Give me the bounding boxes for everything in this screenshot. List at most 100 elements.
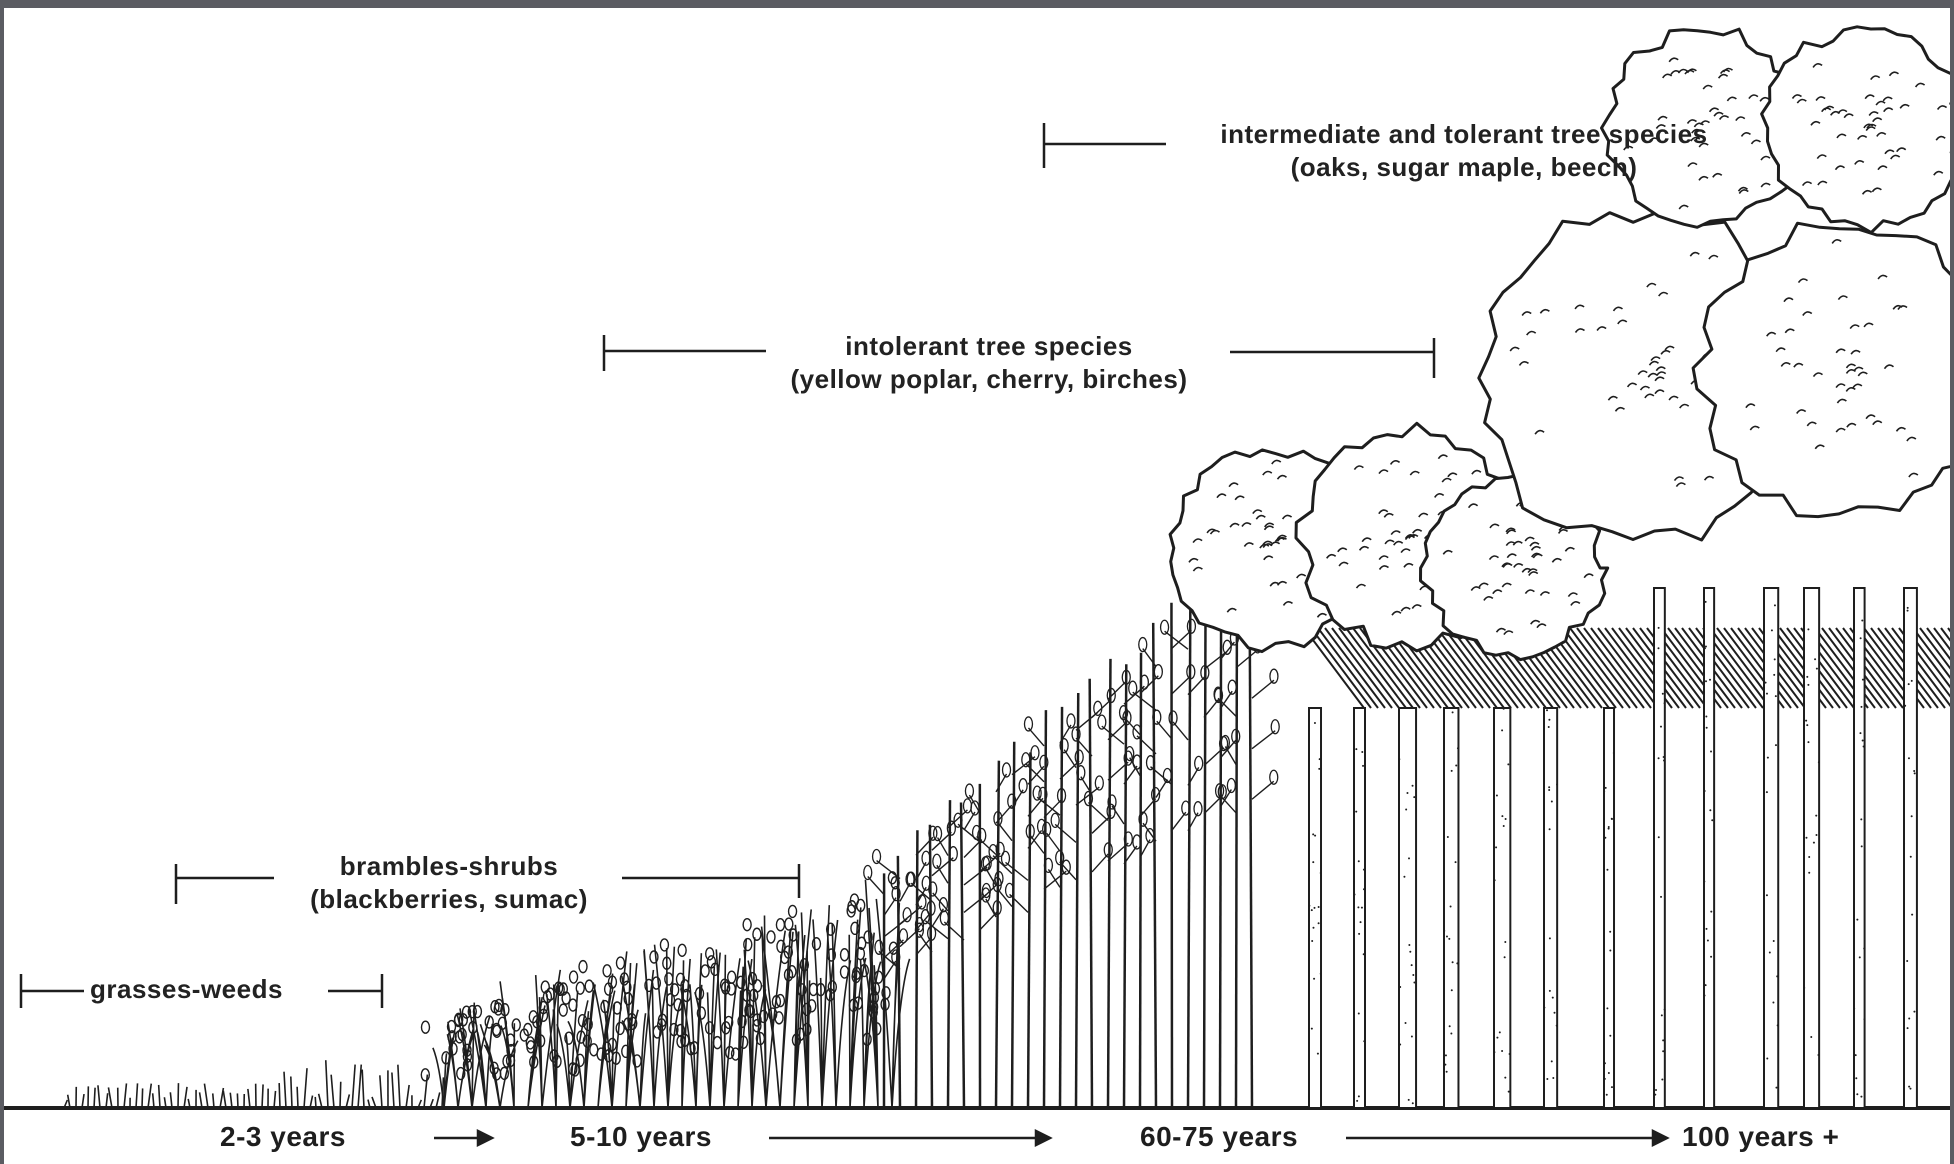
shrub-leaf [701,965,709,977]
shrub-leaf [678,944,686,956]
tree-trunk [1804,588,1819,1108]
bark-texture [1911,914,1913,916]
bark-texture [1709,809,1711,811]
bark-texture [1710,750,1712,752]
bark-texture [1662,1050,1664,1052]
bark-texture [1611,1086,1613,1088]
bark-texture [1548,786,1550,788]
grass-blade [274,1091,276,1108]
shrub-leaf [789,905,797,917]
bark-texture [1546,1078,1548,1080]
bark-texture [1806,724,1808,726]
bark-texture [1320,973,1322,975]
bark-texture [1363,888,1365,890]
bark-texture [1606,1007,1608,1009]
grass-blade [184,1087,187,1108]
bark-texture [1775,744,1777,746]
bark-texture [1361,907,1363,909]
grass-blade [315,1097,316,1108]
bark-texture [1363,869,1365,871]
shrub-leaf [776,919,784,931]
bark-texture [1312,861,1314,863]
bark-texture [1357,906,1359,908]
bark-texture [1767,757,1769,759]
bark-texture [1543,1007,1545,1009]
grass-blade [82,1094,84,1108]
tree-trunk [1494,708,1510,1108]
bark-texture [1909,1088,1911,1090]
bark-texture [1503,825,1505,827]
stage-label-intolerant: intolerant tree species (yellow poplar, … [739,330,1239,396]
bark-texture [1655,1089,1657,1091]
bark-texture [1496,1037,1498,1039]
tree-trunk [1444,708,1458,1108]
bark-texture [1914,772,1916,774]
bark-texture [1556,1025,1558,1027]
shrub-leaf [767,931,775,943]
sapling-trunk [1153,623,1156,1108]
bark-texture [1771,629,1773,631]
bark-texture [1358,1095,1360,1097]
bark-texture [1766,894,1768,896]
bark-texture [1859,732,1861,734]
bark-texture [1313,978,1315,980]
bark-texture [1813,842,1815,844]
sapling-trunk [1028,752,1030,1108]
bark-texture [1662,693,1664,695]
grass-blade [237,1093,238,1108]
timeline-label-5-10-years: 5-10 years [570,1121,712,1153]
bark-texture [1448,938,1450,940]
shrub-leaf [576,982,584,994]
canopy-hatch [1913,628,1950,708]
sapling-trunk [1236,571,1237,1108]
sapling-leaf [1001,851,1009,865]
bark-texture [1451,989,1453,991]
bark-texture [1810,1036,1812,1038]
bark-texture [1705,646,1707,648]
bark-texture [1411,1036,1413,1038]
bark-texture [1609,1035,1611,1037]
bark-texture [1803,987,1805,989]
bark-texture [1548,719,1550,721]
bark-texture [1556,784,1558,786]
bark-texture [1664,1009,1666,1011]
sapling-branch [1252,680,1274,698]
bark-texture [1314,835,1316,837]
bark-texture [1318,922,1320,924]
bark-texture [1549,828,1551,830]
bark-texture [1704,994,1706,996]
bark-texture [1904,705,1906,707]
bark-texture [1705,680,1707,682]
bark-texture [1546,709,1548,711]
bark-texture [1606,1094,1608,1096]
sapling-branch [1102,726,1124,744]
bark-texture [1493,1051,1495,1053]
shrub-leaf [585,980,593,992]
stage-examples: (blackberries, sumac) [274,883,624,916]
grass-blade [358,1065,361,1108]
bark-texture [1863,948,1865,950]
sapling-leaf [873,850,881,864]
bark-texture [1406,792,1408,794]
bark-texture [1815,834,1817,836]
bark-texture [1814,658,1816,660]
grass-blade [98,1085,100,1108]
bark-texture [1808,872,1810,874]
bark-texture [1408,1099,1410,1101]
grass-blade [136,1083,138,1108]
bark-texture [1863,1018,1865,1020]
bark-texture [1447,836,1449,838]
bark-texture [1449,1025,1451,1027]
bark-texture [1412,785,1414,787]
bark-texture [1775,1087,1777,1089]
bark-texture [1910,856,1912,858]
sapling-leaf [1031,746,1039,760]
sapling-branch [1140,676,1158,694]
bark-texture [1773,674,1775,676]
bark-texture [1408,944,1410,946]
bark-texture [1774,604,1776,606]
grass-blade [230,1093,232,1108]
bark-texture [1863,746,1865,748]
sapling-branch [1165,631,1188,649]
bark-texture [1355,748,1357,750]
